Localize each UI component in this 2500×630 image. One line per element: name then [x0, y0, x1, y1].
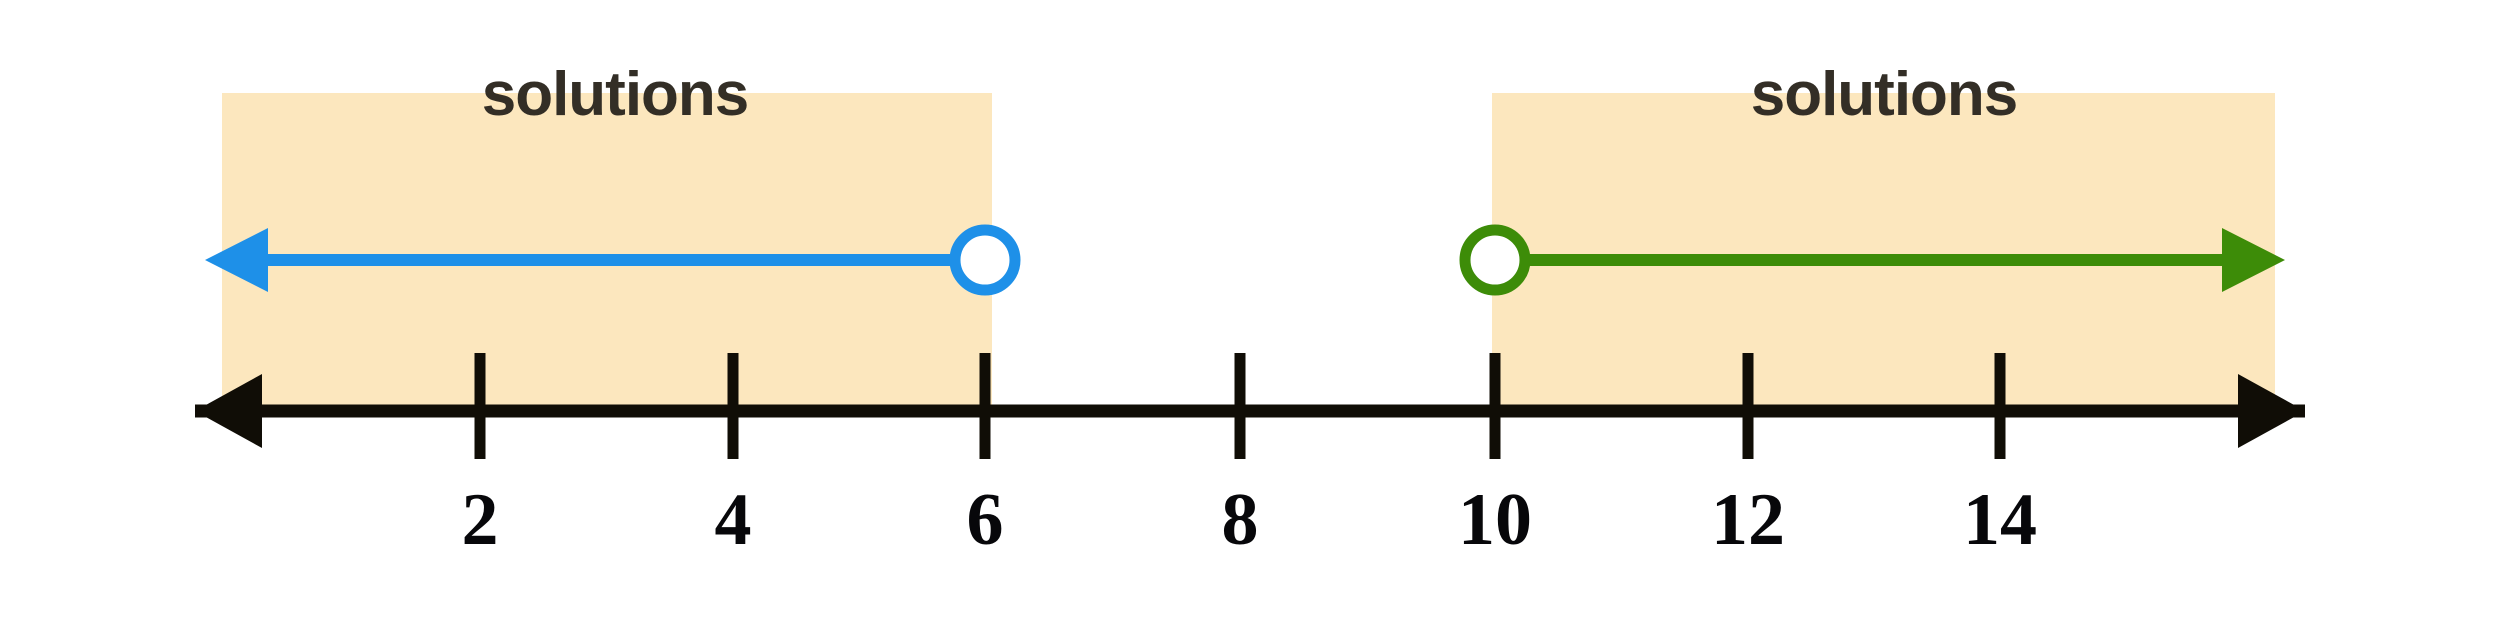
axis-arrow-left-icon	[195, 374, 262, 448]
tick-label-6: 6	[966, 479, 1004, 561]
solution-region-left-shading	[222, 93, 992, 411]
tick-label-14: 14	[1963, 479, 2037, 561]
tick-label-8: 8	[1221, 479, 1259, 561]
blue-ray-less-than-6	[205, 224, 1021, 296]
open-circle-at-6	[949, 224, 1021, 296]
green-ray-greater-than-10	[1459, 224, 2285, 296]
tick-marks	[474, 353, 2006, 459]
green-ray-arrow-icon	[2222, 228, 2285, 292]
solution-region-right-shading	[1492, 93, 2275, 411]
tick-label-4: 4	[714, 479, 752, 561]
number-line-axis	[195, 374, 2305, 448]
tick-label-2: 2	[461, 479, 499, 561]
open-circle-at-10	[1459, 224, 1531, 296]
blue-ray-arrow-icon	[205, 228, 268, 292]
solutions-label-right: solutions	[1750, 60, 2019, 129]
tick-label-10: 10	[1458, 479, 1532, 561]
axis-arrow-right-icon	[2238, 374, 2305, 448]
solutions-label-left: solutions	[481, 60, 750, 129]
tick-label-12: 12	[1711, 479, 1785, 561]
